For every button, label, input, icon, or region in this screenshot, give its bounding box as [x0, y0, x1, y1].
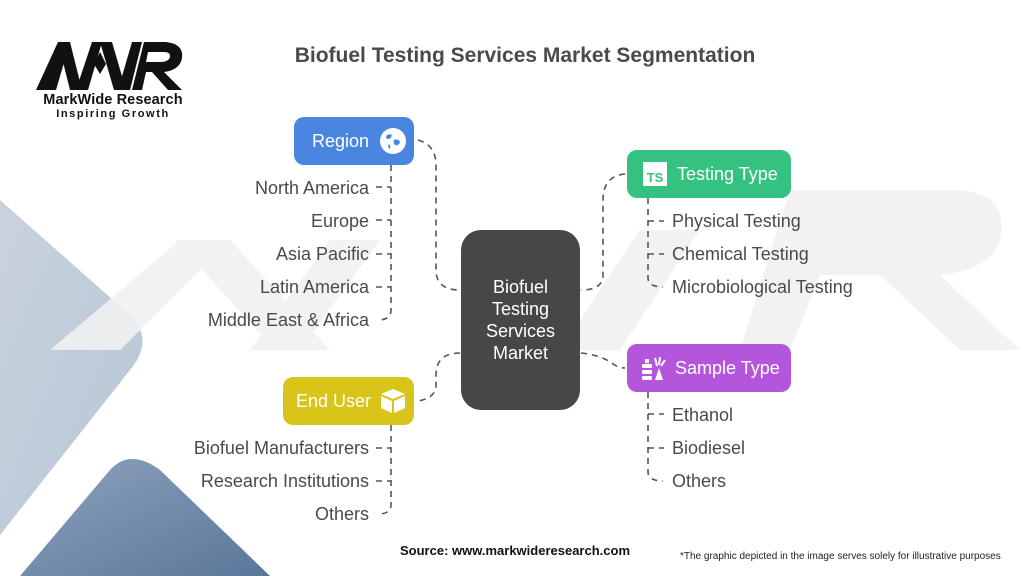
box-icon: [379, 387, 407, 415]
sample-item-biodiesel: Biodiesel: [672, 438, 746, 458]
enduser-item-biofuel-manufacturers: Biofuel Manufacturers: [193, 438, 369, 458]
sample-item-others: Others: [672, 471, 727, 491]
enduser-item-research-institutions: Research Institutions: [200, 471, 369, 491]
category-end-user-label: End User: [296, 390, 372, 411]
region-item-latin-america: Latin America: [259, 277, 369, 297]
testing-item-chemical: Chemical Testing: [672, 244, 809, 264]
dark-triangle-shape: [20, 459, 270, 576]
mwr-logo-mark-icon: [36, 42, 183, 90]
ts-badge-icon: TS: [641, 160, 669, 188]
center-line-3: Services: [485, 321, 556, 341]
category-region: Region: [294, 117, 414, 165]
svg-text:TS: TS: [647, 170, 664, 185]
testing-item-physical: Physical Testing: [672, 211, 801, 231]
source-link[interactable]: Source: www.markwideresearch.com: [400, 543, 631, 558]
region-item-north-america: North America: [254, 178, 369, 198]
center-line-2: Testing: [491, 299, 550, 319]
logo-tagline: Inspiring Growth: [56, 108, 170, 120]
enduser-item-others: Others: [314, 504, 369, 524]
testing-item-microbiological: Microbiological Testing: [672, 277, 853, 297]
category-sample-type-label: Sample Type: [675, 357, 780, 378]
category-testing-type: TS Testing Type: [627, 150, 791, 198]
disclaimer-note: *The graphic depicted in the image serve…: [680, 551, 1001, 562]
center-line-1: Biofuel: [492, 277, 549, 297]
category-testing-type-label: Testing Type: [677, 163, 778, 184]
page-title: Biofuel Testing Services Market Segmenta…: [294, 44, 756, 67]
region-item-asia-pacific: Asia Pacific: [275, 244, 369, 264]
region-item-mea: Middle East & Africa: [207, 310, 369, 330]
globe-icon: [379, 127, 407, 155]
category-sample-type: Sample Type: [627, 344, 791, 392]
light-diamond-shape: [0, 200, 143, 535]
region-item-europe: Europe: [310, 211, 369, 231]
center-node-market: Biofuel Testing Services Market: [461, 230, 580, 410]
center-line-4: Market: [492, 343, 548, 363]
fuel-sample-icon: [639, 354, 667, 382]
logo-company-name: MarkWide Research: [43, 92, 183, 108]
markwide-logo: MarkWide Research Inspiring Growth: [30, 40, 190, 120]
category-region-label: Region: [312, 130, 370, 151]
category-end-user: End User: [283, 377, 414, 425]
sample-item-ethanol: Ethanol: [672, 405, 734, 425]
